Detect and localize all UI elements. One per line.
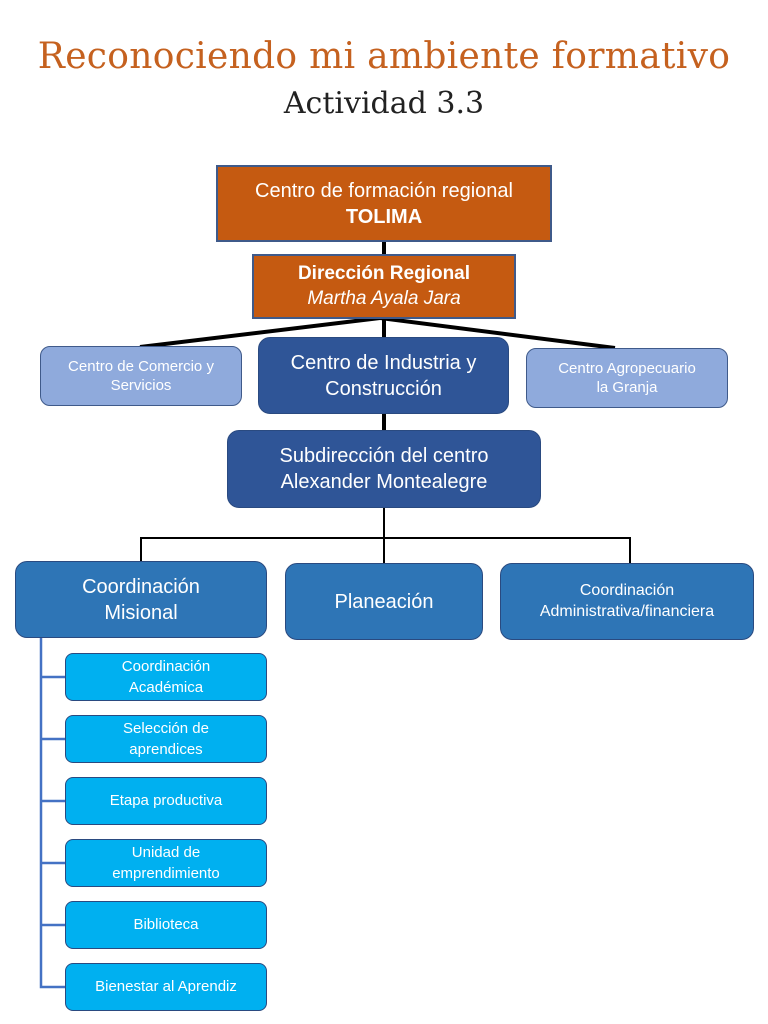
node-label: Dirección Regional: [297, 262, 471, 284]
node-planeacion: Planeación: [285, 563, 483, 640]
node-label: Coordinación: [579, 581, 675, 599]
node-label: Etapa productiva: [109, 792, 223, 810]
node-centro-industria: Centro de Industria y Construcción: [258, 337, 509, 414]
connector-misional-spine: [39, 637, 66, 989]
node-centro-agropecuario: Centro Agropecuario la Granja: [526, 348, 728, 408]
node-centro-regional: Centro de formación regional TOLIMA: [216, 165, 552, 242]
node-coordinacion-misional: Coordinación Misional: [15, 561, 267, 638]
connector-direccion-comercio: [139, 316, 381, 349]
node-label: Planeación: [334, 590, 434, 613]
page-title: Reconociendo mi ambiente formativo: [37, 36, 731, 77]
node-coordinacion-academica: Coordinación Académica: [65, 653, 267, 701]
node-sublabel: Misional: [104, 601, 178, 624]
node-direccion-regional: Dirección Regional Martha Ayala Jara: [252, 254, 516, 319]
node-bienestar-aprendiz: Bienestar al Aprendiz: [65, 963, 267, 1011]
node-sublabel: TOLIMA: [345, 205, 423, 228]
node-sublabel: Martha Ayala Jara: [307, 287, 461, 309]
connector-direccion-agro: [379, 316, 616, 350]
node-label: Centro de formación regional: [255, 179, 513, 202]
connector-areas-bar: [140, 537, 631, 563]
node-sublabel: Administrativa/financiera: [539, 602, 715, 620]
node-unidad-emprendimiento: Unidad de emprendimiento: [65, 839, 267, 887]
node-label: Selección de: [123, 720, 209, 737]
node-sublabel: emprendimiento: [112, 865, 220, 882]
node-label: Coordinación: [82, 575, 200, 598]
node-subdireccion: Subdirección del centro Alexander Montea…: [227, 430, 541, 508]
node-label: Bienestar al Aprendiz: [95, 978, 237, 996]
node-label: Centro de Comercio y: [68, 357, 214, 375]
node-label: Biblioteca: [133, 916, 199, 934]
node-seleccion-aprendices: Selección de aprendices: [65, 715, 267, 763]
node-label: Centro de Industria y: [290, 351, 477, 374]
node-label: Centro Agropecuario: [558, 359, 696, 377]
node-sublabel: Servicios: [110, 377, 172, 394]
node-label: Unidad de: [131, 844, 201, 861]
node-sublabel: aprendices: [129, 741, 203, 758]
node-sublabel: Construcción: [325, 377, 442, 400]
page-subtitle: Actividad 3.3: [283, 86, 485, 121]
node-label: Subdirección del centro: [279, 445, 489, 467]
node-sublabel: la Granja: [596, 379, 658, 396]
node-coordinacion-administrativa: Coordinación Administrativa/financiera: [500, 563, 754, 640]
node-label: Coordinación: [121, 658, 211, 675]
node-sublabel: Académica: [128, 679, 204, 696]
node-biblioteca: Biblioteca: [65, 901, 267, 949]
node-sublabel: Alexander Montealegre: [280, 471, 488, 493]
node-etapa-productiva: Etapa productiva: [65, 777, 267, 825]
node-centro-comercio: Centro de Comercio y Servicios: [40, 346, 242, 406]
